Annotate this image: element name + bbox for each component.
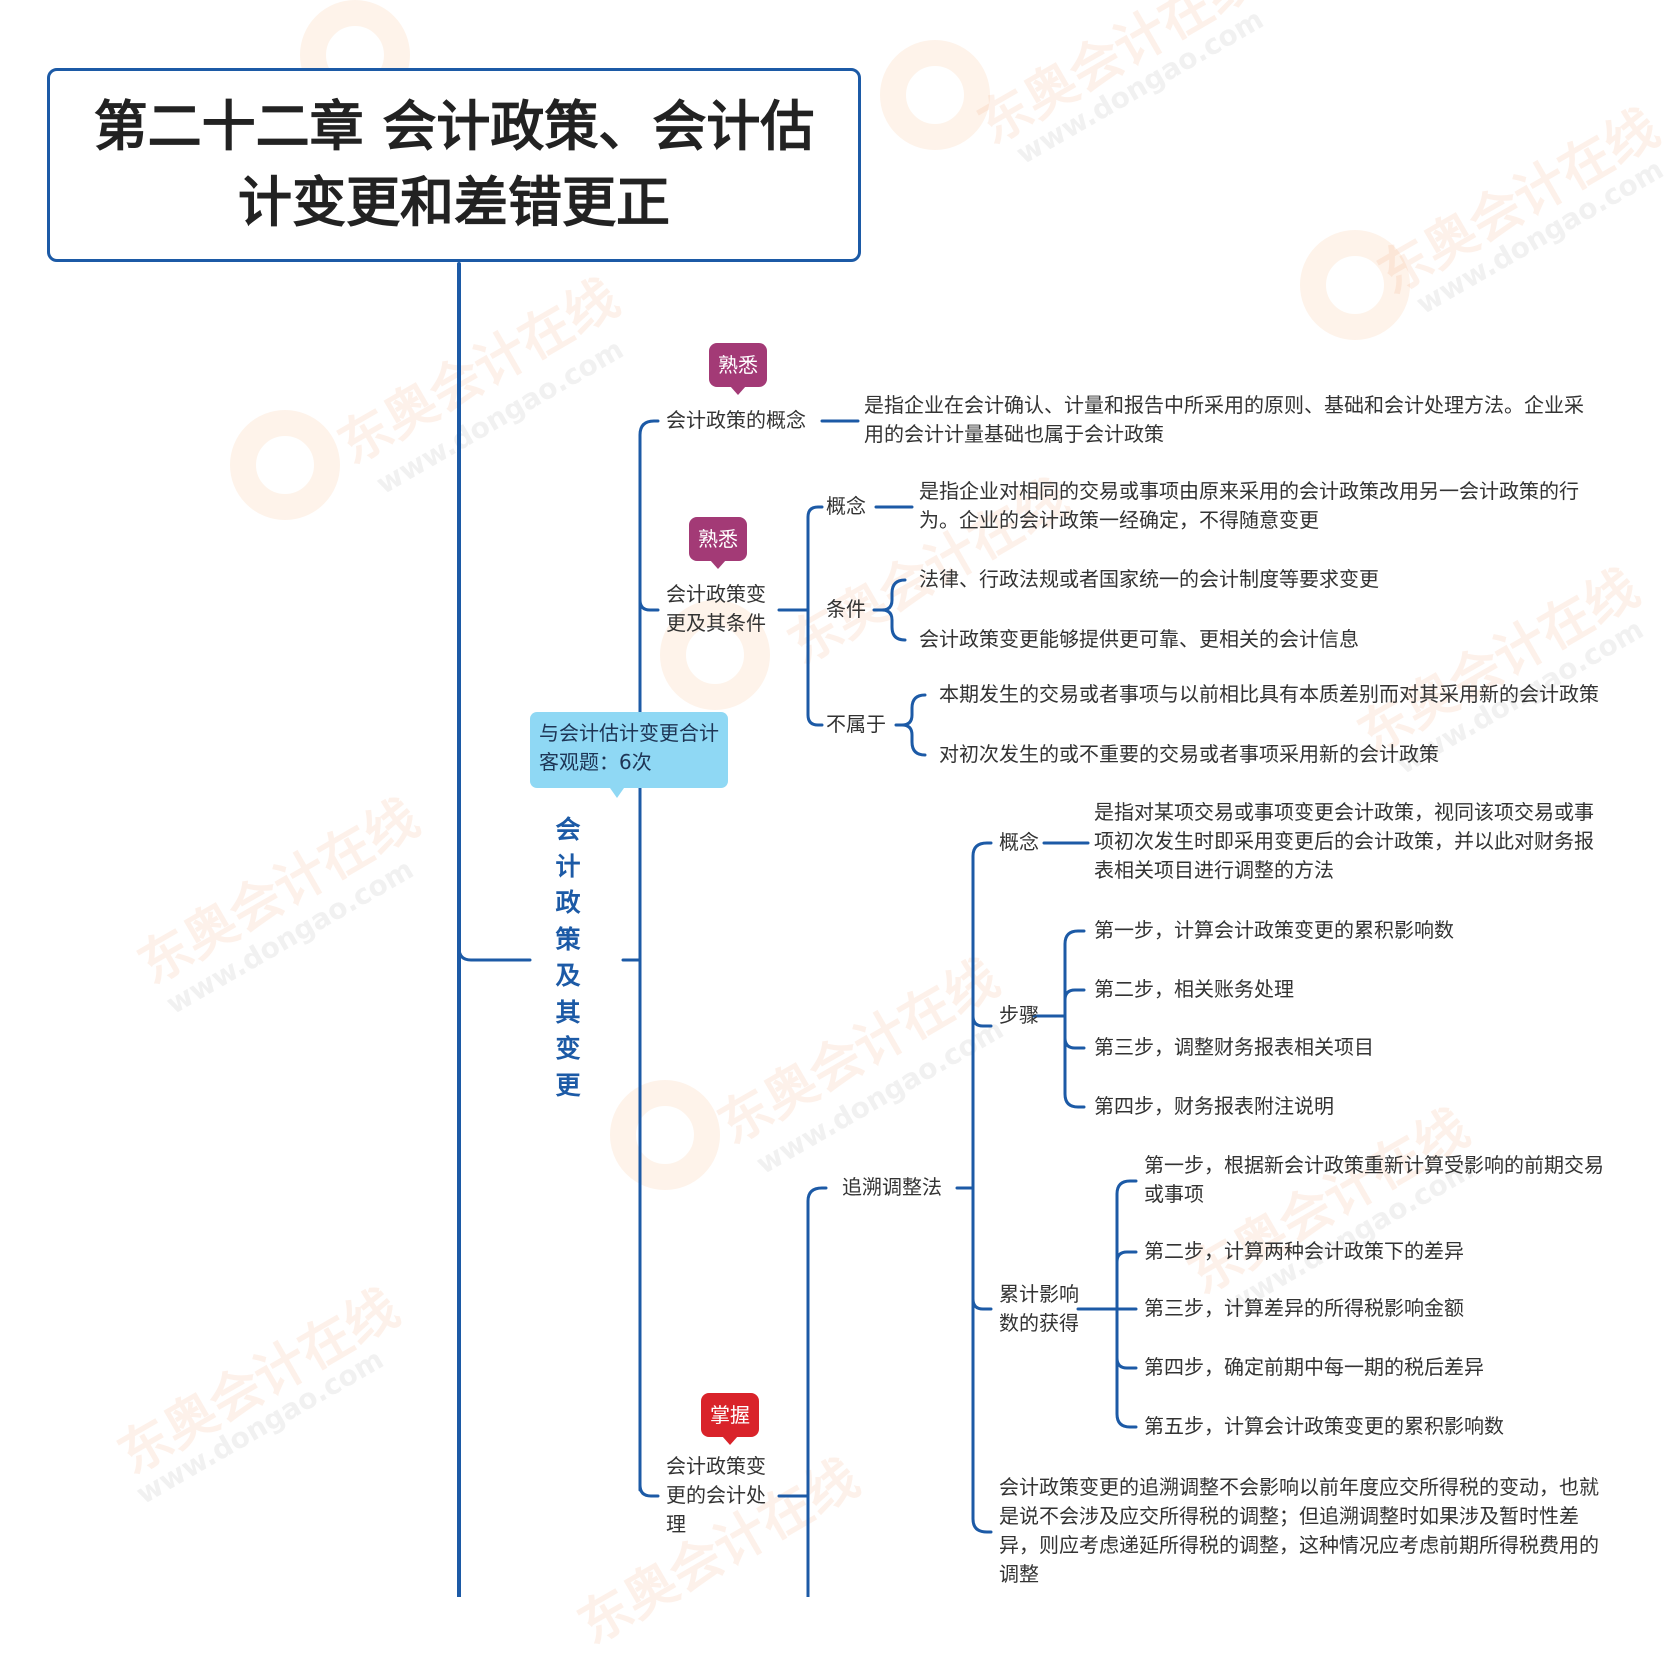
node-accounting-treatment: 会计政策变更的会计处理 bbox=[666, 1454, 766, 1536]
callout-line-1: 与会计估计变更合计 bbox=[539, 721, 719, 745]
node-condition-1: 法律、行政法规或者国家统一的会计制度等要求变更 bbox=[919, 567, 1379, 591]
node-cum-2: 第二步，计算两种会计政策下的差异 bbox=[1144, 1239, 1464, 1263]
node-not-belong-2: 对初次发生的或不重要的交易或者事项采用新的会计政策 bbox=[939, 742, 1439, 766]
callout-line-2: 客观题：6次 bbox=[539, 750, 652, 774]
node-tax-note: 会计政策变更的追溯调整不会影响以前年度应交所得税的变动，也就是说不会涉及应交所得… bbox=[999, 1475, 1599, 1586]
node-steps: 步骤 bbox=[999, 1003, 1039, 1027]
exam-frequency-callout: 与会计估计变更合计 客观题：6次 bbox=[530, 712, 728, 798]
node-change-concept: 概念 bbox=[826, 494, 866, 518]
node-condition-2: 会计政策变更能够提供更可靠、更相关的会计信息 bbox=[919, 627, 1359, 651]
node-not-belong: 不属于 bbox=[826, 712, 886, 736]
node-cum-5: 第五步，计算会计政策变更的累积影响数 bbox=[1144, 1414, 1504, 1438]
node-policy-concept: 会计政策的概念 bbox=[666, 408, 806, 432]
node-step-1: 第一步，计算会计政策变更的累积影响数 bbox=[1094, 918, 1454, 942]
node-change-conditions: 会计政策变更及其条件 bbox=[666, 582, 766, 635]
branch-label: 会计政策及其变更 bbox=[555, 815, 581, 1100]
master-badge: 掌握 bbox=[701, 1393, 759, 1445]
node-retro-concept: 概念 bbox=[999, 830, 1039, 854]
node-step-2: 第二步，相关账务处理 bbox=[1094, 977, 1294, 1001]
chapter-title-box: 第二十二章 会计政策、会计估计变更和差错更正 bbox=[47, 68, 861, 262]
node-cum-1: 第一步，根据新会计政策重新计算受影响的前期交易或事项 bbox=[1144, 1153, 1604, 1206]
node-step-3: 第三步，调整财务报表相关项目 bbox=[1094, 1035, 1374, 1059]
node-cum-4: 第四步，确定前期中每一期的税后差异 bbox=[1144, 1355, 1484, 1379]
node-conditions: 条件 bbox=[826, 597, 866, 621]
familiar-badge: 熟悉 bbox=[689, 517, 747, 569]
familiar-badge: 熟悉 bbox=[709, 343, 767, 395]
node-step-4: 第四步，财务报表附注说明 bbox=[1094, 1094, 1334, 1118]
chapter-title: 第二十二章 会计政策、会计估计变更和差错更正 bbox=[93, 95, 815, 234]
node-not-belong-1: 本期发生的交易或者事项与以前相比具有本质差别而对其采用新的会计政策 bbox=[939, 682, 1599, 706]
node-retrospective: 追溯调整法 bbox=[842, 1175, 942, 1199]
node-retro-concept-desc: 是指对某项交易或事项变更会计政策，视同该项交易或事项初次发生时即采用变更后的会计… bbox=[1094, 800, 1594, 882]
connector-lines bbox=[457, 262, 1138, 1597]
node-change-concept-desc: 是指企业对相同的交易或事项由原来采用的会计政策改用另一会计政策的行为。企业的会计… bbox=[919, 479, 1579, 532]
node-policy-concept-desc: 是指企业在会计确认、计量和报告中所采用的原则、基础和会计处理方法。企业采用的会计… bbox=[864, 393, 1584, 446]
mind-map: 东奥会计在线 www.dongao.com 东奥会计在线 www.dongao.… bbox=[47, 0, 1669, 1656]
node-cumulative: 累计影响数的获得 bbox=[999, 1282, 1079, 1335]
node-cum-3: 第三步，计算差异的所得税影响金额 bbox=[1144, 1296, 1464, 1320]
